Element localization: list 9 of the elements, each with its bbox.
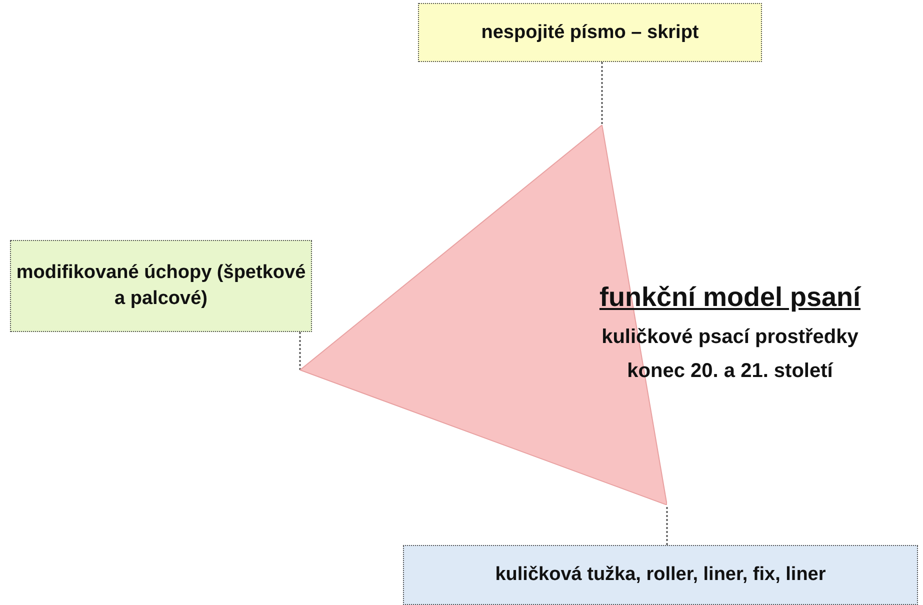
callout-box: nespojité písmo – skript — [418, 3, 762, 62]
leader-line — [666, 505, 668, 545]
subheading: kuličkové psací prostředky — [600, 326, 860, 349]
subheading: konec 20. a 21. století — [626, 360, 834, 383]
heading: funkční model psaní — [598, 282, 862, 313]
callout-box: kuličková tužka, roller, liner, fix, liner — [403, 545, 918, 605]
leader-line — [299, 332, 301, 370]
leader-line — [601, 62, 603, 125]
callout-box: modifikované úchopy (špetkové a palcové) — [10, 240, 312, 332]
